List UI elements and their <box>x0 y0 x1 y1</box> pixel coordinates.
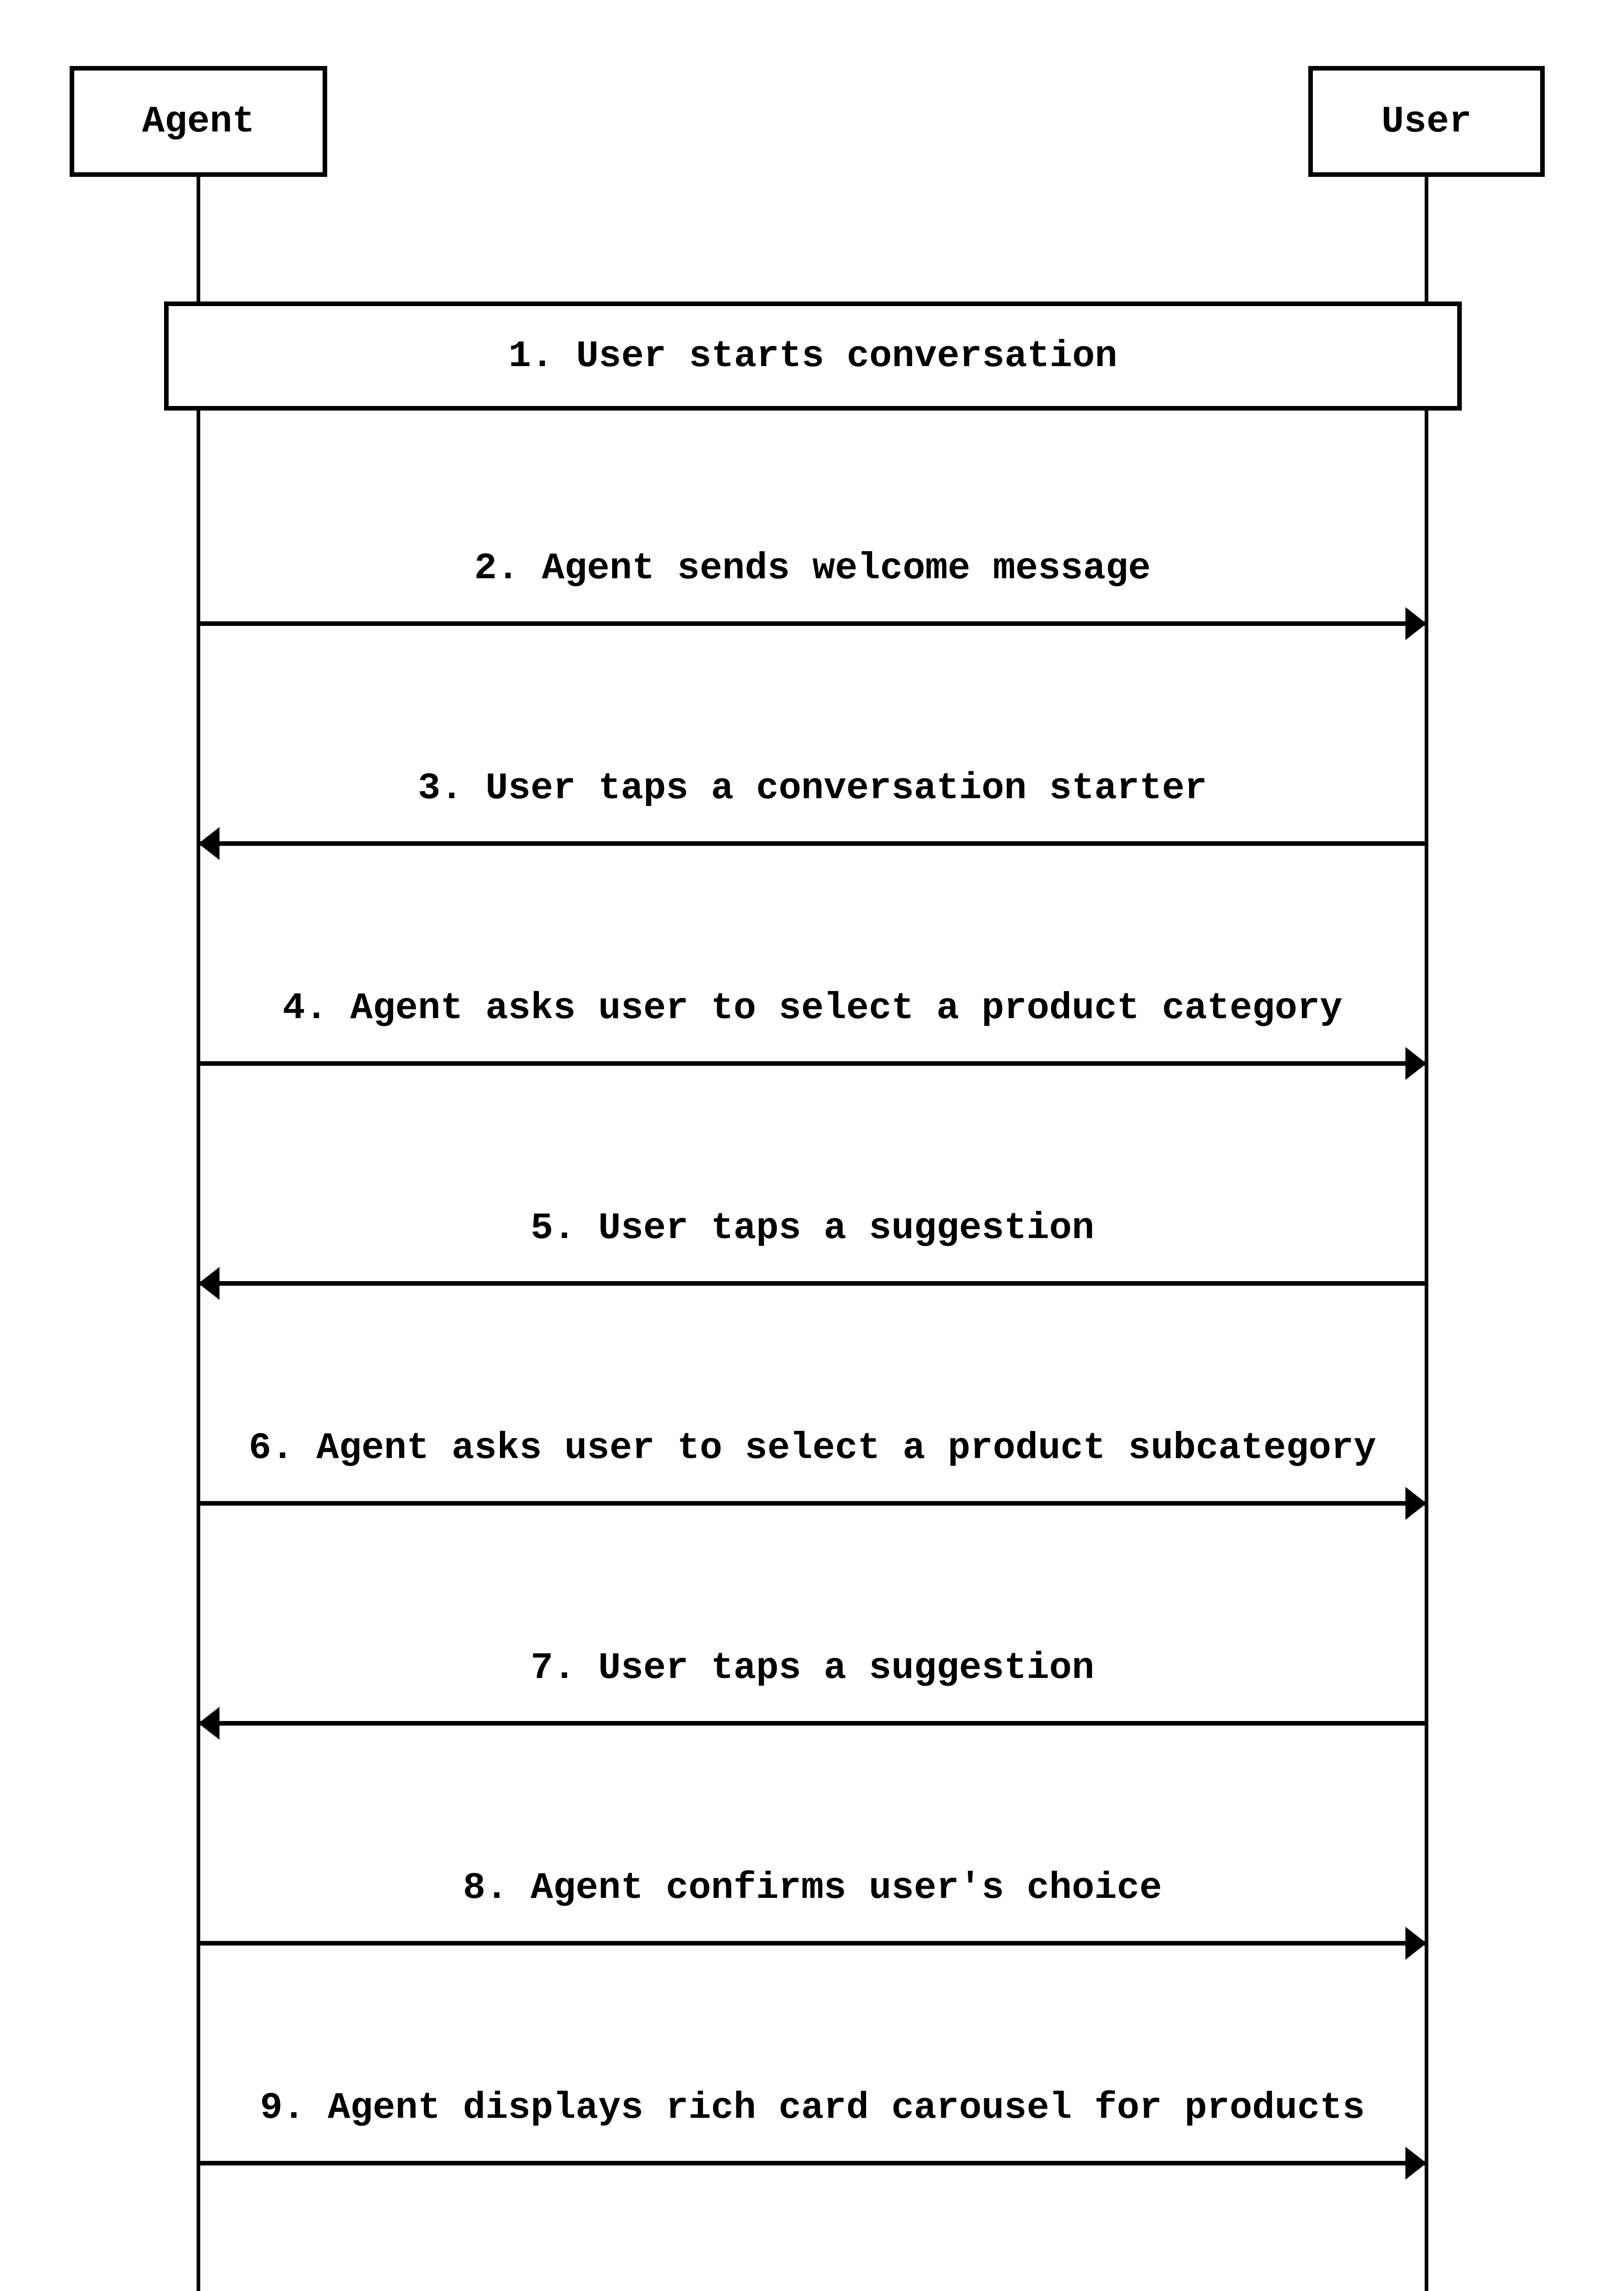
message-9-line <box>198 2161 1426 2165</box>
message-8-label: 8. Agent confirms user's choice <box>463 1867 1162 1909</box>
message-7-label: 7. User taps a suggestion <box>530 1647 1095 1689</box>
message-8-line <box>198 1941 1426 1946</box>
message-4-label: 4. Agent asks user to select a product c… <box>282 987 1343 1030</box>
message-2-label: 2. Agent sends welcome message <box>474 547 1151 590</box>
agent-lifeline <box>197 177 200 2291</box>
message-2-line <box>198 621 1426 626</box>
actor-agent-top-label: Agent <box>142 100 255 143</box>
message-3-label: 3. User taps a conversation starter <box>417 767 1207 810</box>
message-9-arrowhead-icon <box>1405 2147 1426 2180</box>
message-6-arrowhead-icon <box>1405 1487 1426 1520</box>
message-4-line <box>198 1061 1426 1066</box>
step-1-frame: 1. User starts conversation <box>164 301 1462 411</box>
message-5-label: 5. User taps a suggestion <box>530 1207 1095 1250</box>
message-6-label: 6. Agent asks user to select a product s… <box>248 1427 1377 1469</box>
message-7-arrowhead-icon <box>198 1707 219 1740</box>
message-8-arrowhead-icon <box>1405 1927 1426 1960</box>
step-1-frame-label: 1. User starts conversation <box>508 334 1118 378</box>
message-2-arrowhead-icon <box>1405 607 1426 640</box>
message-3-arrowhead-icon <box>198 827 219 860</box>
message-7-line <box>198 1721 1426 1726</box>
message-5-line <box>198 1281 1426 1286</box>
actor-user-top-label: User <box>1381 100 1472 143</box>
message-4-arrowhead-icon <box>1405 1047 1426 1080</box>
message-6-line <box>198 1501 1426 1506</box>
actor-user-top: User <box>1308 66 1545 177</box>
user-lifeline <box>1425 177 1428 2291</box>
actor-agent-top: Agent <box>70 66 327 177</box>
message-3-line <box>198 841 1426 846</box>
message-9-label: 9. Agent displays rich card carousel for… <box>260 2087 1365 2129</box>
message-5-arrowhead-icon <box>198 1267 219 1300</box>
